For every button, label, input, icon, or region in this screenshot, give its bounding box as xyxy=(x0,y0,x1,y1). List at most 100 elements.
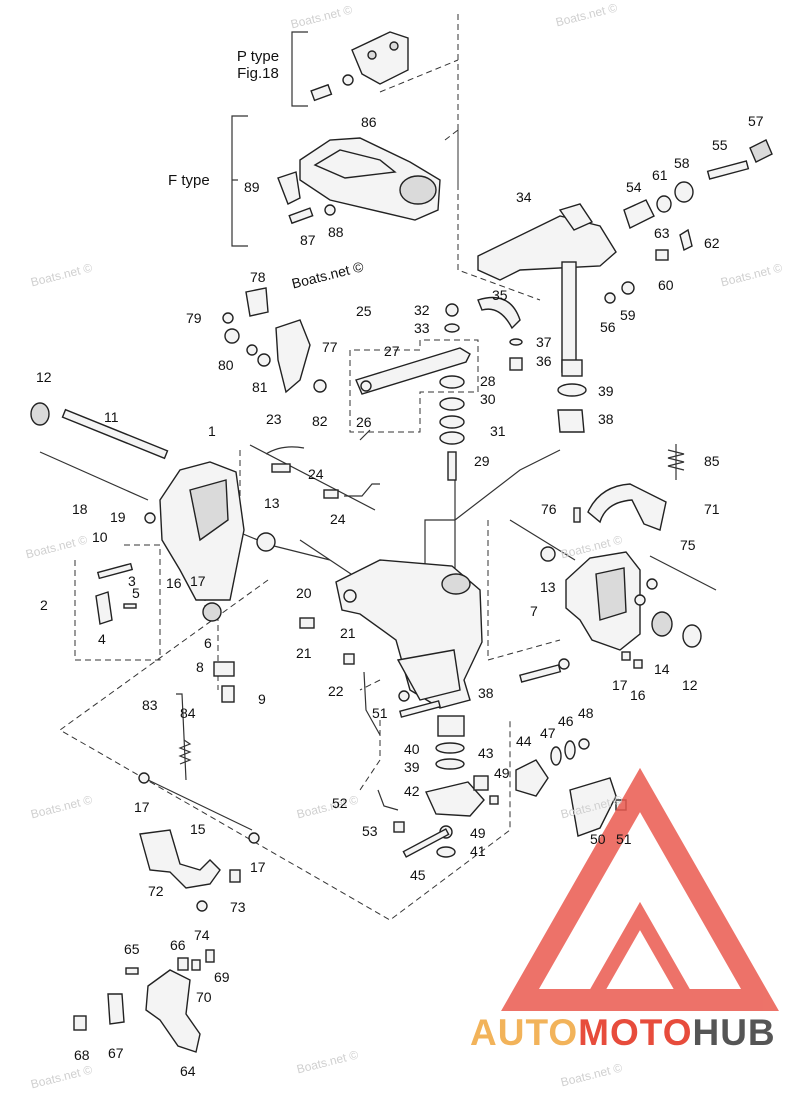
tube-washers xyxy=(439,375,587,481)
parts-52-53 xyxy=(377,789,405,833)
part-label: 16 xyxy=(630,687,646,703)
part-label: 72 xyxy=(148,883,164,899)
part-label: 14 xyxy=(654,661,670,677)
part-label: 23 xyxy=(266,411,282,427)
part-label: 49 xyxy=(470,825,486,841)
f-type-bracket xyxy=(231,115,248,247)
part-label: 5 xyxy=(132,585,140,601)
part-label: 26 xyxy=(356,414,372,430)
part-label: 22 xyxy=(328,683,344,699)
swivel-bracket-34 xyxy=(444,203,617,377)
part-label: 59 xyxy=(620,307,636,323)
part-label: 77 xyxy=(322,339,338,355)
part-label: 34 xyxy=(516,189,532,205)
parts-21-22-51 xyxy=(343,653,441,736)
automotohub-logo-mark xyxy=(501,767,779,1011)
part-label: 2 xyxy=(40,597,48,613)
upper-right-hardware xyxy=(604,139,773,304)
part-label: 18 xyxy=(72,501,88,517)
part-label: 1 xyxy=(208,423,216,439)
part-label: 71 xyxy=(704,501,720,517)
part-label: 80 xyxy=(218,357,234,373)
bracket-64 xyxy=(73,949,215,1053)
stern-bracket-7 xyxy=(519,546,658,683)
tilt-handle-71 xyxy=(573,444,717,591)
part-label: 52 xyxy=(332,795,348,811)
part-label: 87 xyxy=(300,232,316,248)
part-label: 49 xyxy=(494,765,510,781)
part-label: 69 xyxy=(214,969,230,985)
part-label: 13 xyxy=(264,495,280,511)
part-label: 53 xyxy=(362,823,378,839)
p-type-label-line2: Fig.18 xyxy=(237,65,279,82)
part-label: 70 xyxy=(196,989,212,1005)
part-label: 84 xyxy=(180,705,196,721)
part-label: 24 xyxy=(308,466,324,482)
part-label: 41 xyxy=(470,843,486,859)
part-label: 51 xyxy=(616,831,632,847)
part-label: 29 xyxy=(474,453,490,469)
lower-bushing xyxy=(435,715,465,770)
part-label: 88 xyxy=(328,224,344,240)
part-label: 12 xyxy=(36,369,52,385)
part-label: 82 xyxy=(312,413,328,429)
part-label: 67 xyxy=(108,1045,124,1061)
part-label: 20 xyxy=(296,585,312,601)
part-label: 11 xyxy=(104,409,119,425)
part-label: 37 xyxy=(536,334,552,350)
part-label: 17 xyxy=(250,859,266,875)
part-label: 21 xyxy=(296,645,312,661)
part-label: 78 xyxy=(250,269,266,285)
part-label: 81 xyxy=(252,379,268,395)
part-label: 17 xyxy=(190,573,206,589)
part-label: 17 xyxy=(612,677,628,693)
cable-23-24 xyxy=(265,446,380,499)
plate-25 xyxy=(355,347,471,395)
parts-6-8-9 xyxy=(202,602,235,703)
part-label: 55 xyxy=(712,137,728,153)
part-label: 75 xyxy=(680,537,696,553)
logo-part-auto: AUTO xyxy=(470,1012,579,1053)
part-label: 12 xyxy=(682,677,698,693)
part-label: 45 xyxy=(410,867,426,883)
p-type-label: P type Fig.18 xyxy=(228,48,288,82)
part-label: 44 xyxy=(516,733,532,749)
part-label: 86 xyxy=(361,114,377,130)
automotohub-logo-text: AUTOMOTOHUB xyxy=(470,1012,776,1054)
part-label: 89 xyxy=(244,179,260,195)
part-label: 8 xyxy=(196,659,204,675)
part-label: 32 xyxy=(414,302,430,318)
part-label: 46 xyxy=(558,713,574,729)
part-label: 54 xyxy=(626,179,642,195)
part-label: 66 xyxy=(170,937,186,953)
part-label: 42 xyxy=(404,783,420,799)
part-label: 38 xyxy=(598,411,614,427)
part-label: 79 xyxy=(186,310,202,326)
part-label: 58 xyxy=(674,155,690,171)
bushing-44 xyxy=(515,738,590,797)
part-label: 27 xyxy=(384,343,400,359)
part-label: 36 xyxy=(536,353,552,369)
parts-14-12 xyxy=(621,611,702,669)
part-label: 10 xyxy=(92,529,108,545)
p-type-label-line1: P type xyxy=(236,48,280,65)
part-label: 62 xyxy=(704,235,720,251)
steering-block-42 xyxy=(402,775,499,858)
part-label: 25 xyxy=(356,303,372,319)
part-label: 74 xyxy=(194,927,210,943)
stern-bracket-1 xyxy=(144,461,276,601)
part-label: 39 xyxy=(404,759,420,775)
part-label: 3 xyxy=(128,573,136,589)
part-label: 33 xyxy=(414,320,430,336)
lower-left-linkage xyxy=(138,693,260,912)
f-type-label: F type xyxy=(168,172,210,189)
part-label: 43 xyxy=(478,745,494,761)
part-label: 56 xyxy=(600,319,616,335)
part-label: 28 xyxy=(480,373,496,389)
p-type-plate xyxy=(310,31,409,102)
part-label: 64 xyxy=(180,1063,196,1079)
part-label: 48 xyxy=(578,705,594,721)
part-label: 50 xyxy=(590,831,606,847)
part-label: 63 xyxy=(654,225,670,241)
